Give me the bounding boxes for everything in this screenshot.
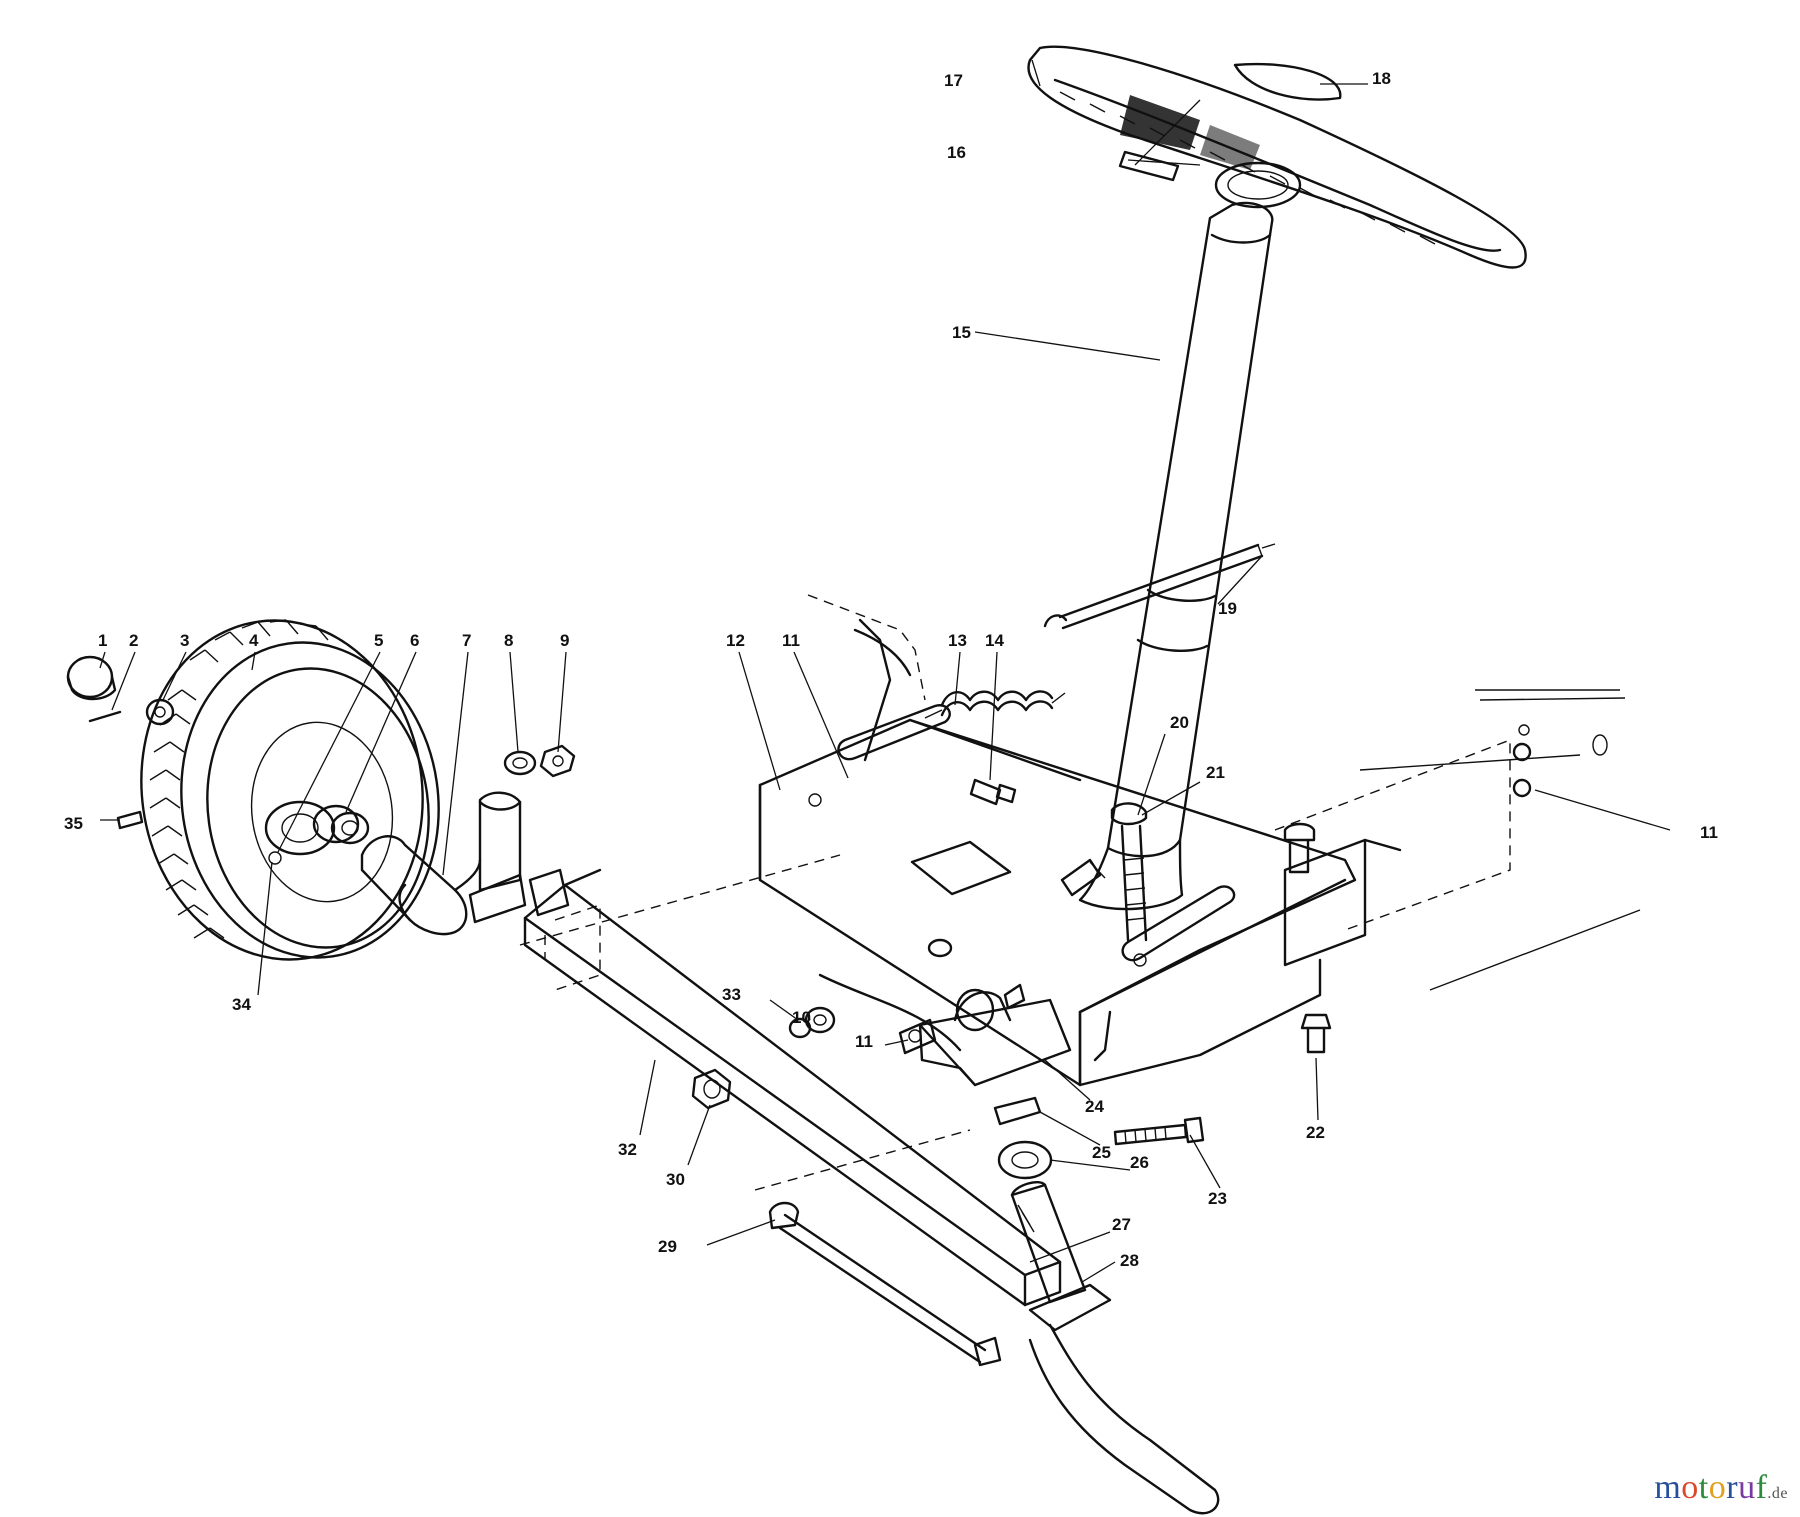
axle-beam <box>519 854 1062 1307</box>
callout-19: 19 <box>1218 599 1237 618</box>
rear-frame-rails <box>1274 689 1641 991</box>
washer-frame <box>927 938 953 958</box>
washer-3 <box>145 698 175 726</box>
callout-27: 27 <box>1112 1215 1131 1234</box>
front-wheel <box>140 619 440 961</box>
callout-25: 25 <box>1092 1143 1111 1162</box>
callout-16: 16 <box>947 143 966 162</box>
bolt-right <box>1283 822 1316 874</box>
left-spindle <box>360 791 527 936</box>
jam-nut-30 <box>691 1068 732 1110</box>
callout-20: 20 <box>1170 713 1189 732</box>
callout-24: 24 <box>1085 1097 1104 1116</box>
callout-30: 30 <box>666 1170 685 1189</box>
tension-spring <box>924 690 1066 719</box>
steering-column <box>1078 201 1274 911</box>
drag-link <box>1043 543 1276 630</box>
callout-7: 7 <box>462 631 471 650</box>
leader-lines <box>99 59 1671 1283</box>
pivot-bracket <box>898 983 1072 1087</box>
callout-4: 4 <box>249 631 259 650</box>
bolt-20 <box>1060 858 1106 897</box>
callout-21: 21 <box>1206 763 1225 782</box>
callout-8: 8 <box>504 631 513 650</box>
callout-26: 26 <box>1130 1153 1149 1172</box>
callout-32: 32 <box>618 1140 637 1159</box>
link-rod <box>818 973 962 1052</box>
mounting-bolt-14 <box>969 778 1017 806</box>
flange-bushing <box>312 804 370 845</box>
callout-5: 5 <box>374 631 383 650</box>
clip-25 <box>993 1096 1042 1126</box>
bushing-26 <box>997 1140 1053 1180</box>
callout-33: 33 <box>722 985 741 1004</box>
cotter-pin <box>88 710 122 723</box>
callout-28: 28 <box>1120 1251 1139 1270</box>
callout-2: 2 <box>129 631 138 650</box>
hub-cap <box>66 655 117 701</box>
callout-35: 35 <box>64 814 83 833</box>
callout-23: 23 <box>1208 1189 1227 1208</box>
callout-6: 6 <box>410 631 419 650</box>
callout-17: 17 <box>944 71 963 90</box>
callout-9: 9 <box>560 631 569 650</box>
right-spindle <box>1010 1181 1220 1515</box>
callout-11-top: 11 <box>782 631 800 650</box>
roll-pin <box>1118 150 1180 182</box>
frame-plate <box>758 704 1357 1087</box>
callout-12: 12 <box>726 631 745 650</box>
pedal-lever <box>807 594 926 762</box>
callout-1: 1 <box>98 631 107 650</box>
callout-13: 13 <box>948 631 967 650</box>
steering-wheel <box>1027 45 1527 269</box>
callout-labels: 1 2 3 4 5 6 7 8 9 10 11 11 11 12 13 14 1… <box>64 69 1718 1270</box>
bolt-23 <box>1113 1116 1205 1146</box>
hex-bolt-22 <box>1300 1013 1332 1054</box>
callout-11-center: 11 <box>855 1032 873 1051</box>
tie-rod <box>768 1201 1002 1367</box>
site-watermark: motoruf.de <box>1654 1469 1788 1506</box>
callout-15: 15 <box>952 323 971 342</box>
carriage-bolt-21 <box>1110 802 1148 942</box>
callout-18: 18 <box>1372 69 1391 88</box>
horn-cap <box>1233 62 1342 101</box>
valve-stem <box>116 810 144 830</box>
callout-29: 29 <box>658 1237 677 1256</box>
nut-33 <box>788 1017 812 1039</box>
callout-11-right: 11 <box>1700 823 1718 842</box>
callout-10: 10 <box>792 1008 811 1027</box>
washer-8 <box>503 750 537 776</box>
callout-22: 22 <box>1306 1123 1325 1142</box>
lock-nut-9 <box>539 744 576 778</box>
callout-3: 3 <box>180 631 189 650</box>
callout-34: 34 <box>232 995 251 1014</box>
callout-14: 14 <box>985 631 1004 650</box>
